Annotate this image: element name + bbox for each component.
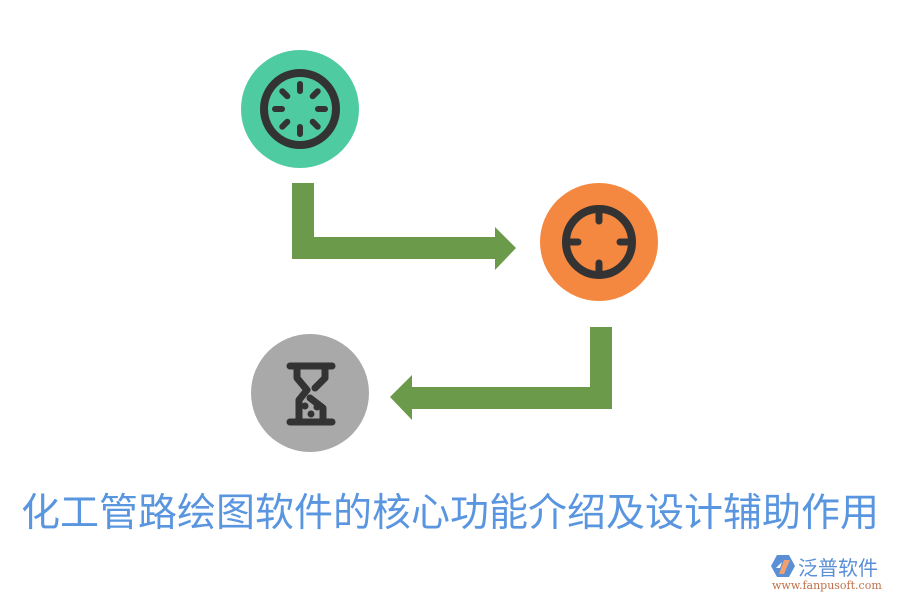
step-2-node bbox=[540, 183, 658, 301]
crosshair-target-icon bbox=[562, 205, 636, 279]
step-1-node bbox=[241, 50, 359, 168]
step-3-node bbox=[251, 334, 369, 452]
page-title: 化工管路绘图软件的核心功能介绍及设计辅助作用 bbox=[20, 491, 879, 536]
arrow-step1-to-step2 bbox=[292, 183, 516, 270]
fanpu-logo-icon bbox=[771, 555, 795, 577]
arrow-step2-to-step3 bbox=[390, 327, 612, 420]
hourglass-icon bbox=[286, 362, 336, 426]
watermark-logo: 泛普软件 www.fanpusoft.com bbox=[768, 552, 898, 596]
watermark-url: www.fanpusoft.com bbox=[772, 579, 882, 592]
watermark-brand: 泛普软件 bbox=[798, 556, 878, 580]
loading-spinner-icon bbox=[260, 69, 340, 149]
